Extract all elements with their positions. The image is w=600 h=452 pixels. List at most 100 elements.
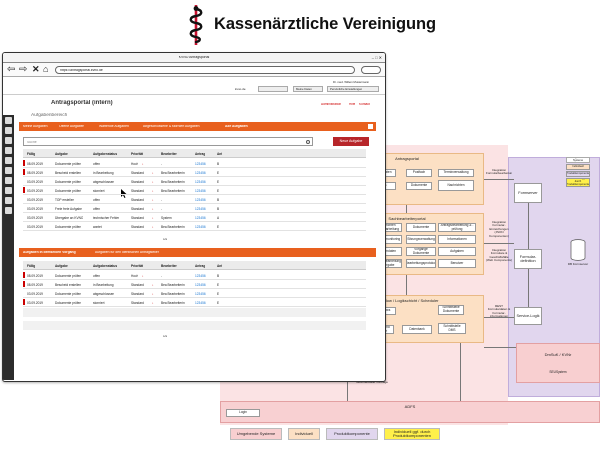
close-icon[interactable]: ✕: [32, 64, 40, 74]
legend-item: Individuell ggf. durch Produktkomponente…: [384, 428, 440, 440]
user-icon[interactable]: [5, 197, 12, 204]
cell-status: in Bearbeitung: [93, 170, 114, 175]
tab-meine[interactable]: Meine Aufgaben: [23, 125, 48, 128]
cell-task: Dokumente prüfen: [55, 273, 82, 278]
wf-box: Schnittstelle DMS: [438, 323, 466, 334]
right-link[interactable]: Administration: [321, 103, 342, 106]
column-header[interactable]: Priorität: [131, 263, 144, 268]
tab-same-applicant[interactable]: Aufgaben für den identischen Antragstell…: [95, 251, 159, 254]
column-header[interactable]: Priorität: [131, 151, 144, 156]
cell-app: 123456: [195, 282, 206, 287]
back-icon[interactable]: ⇦: [7, 64, 16, 75]
column-header[interactable]: Bearbeiter: [161, 263, 177, 268]
login-box: Login: [226, 409, 260, 417]
forward-icon[interactable]: ⇨: [19, 64, 28, 75]
pager[interactable]: 1/2: [163, 238, 168, 241]
pager[interactable]: 1/2: [163, 335, 168, 338]
column-header[interactable]: Ant: [217, 151, 223, 156]
table-header: Fällig Aufgabe Aufgabenstatus Priorität Bear…: [23, 261, 366, 270]
cell-prio: Standard: [131, 300, 144, 305]
storage-label: Geschäftsfälle / Anträge: [356, 381, 388, 384]
tab-same-case[interactable]: Aufgaben in demselben Vorgang: [23, 251, 76, 254]
cell-owner: Bea Bearbeiterin: [161, 224, 185, 229]
cell-owner: -: [161, 273, 163, 278]
tab-wartende[interactable]: Wartende Aufgaben: [99, 125, 129, 128]
column-header[interactable]: Antrag: [195, 151, 206, 156]
window-controls[interactable]: – □ ✕: [371, 55, 382, 60]
column-header[interactable]: Fällig: [27, 263, 36, 268]
column-header[interactable]: Bearbeiter: [161, 151, 177, 156]
cell-task: Dokumente prüfen: [55, 300, 82, 305]
priority-arrow-icon: ↓: [152, 224, 154, 229]
column-header[interactable]: Fällig: [27, 151, 36, 156]
topbar-button[interactable]: [258, 86, 288, 92]
priority-arrow-icon: ↓: [152, 215, 154, 220]
cell-app: 123456: [195, 300, 206, 305]
wf-box: Schnittstelle Dokumente: [438, 305, 464, 315]
sb-box: Benutzer: [438, 259, 476, 268]
column-header[interactable]: Ant: [217, 263, 223, 268]
home-icon[interactable]: ⌂: [43, 64, 49, 74]
search-input[interactable]: Suche: [23, 137, 313, 146]
column-header[interactable]: Aufgabenstatus: [93, 151, 118, 156]
mini-legend-item: Umgebende Systeme: [566, 157, 590, 163]
menu-icon[interactable]: [5, 127, 12, 134]
cell-app: 123456: [195, 291, 206, 296]
right-link[interactable]: Hilfe: [349, 103, 356, 106]
column-header[interactable]: Aufgabe: [55, 263, 68, 268]
cell-prio: Standard: [131, 291, 144, 296]
tab-offene[interactable]: Offene Aufgaben: [59, 125, 85, 128]
flag-marker: [23, 272, 25, 278]
ap-box: Nachrichten: [438, 180, 474, 191]
column-header[interactable]: Aufgabenstatus: [93, 263, 118, 268]
list-icon[interactable]: [5, 137, 12, 144]
search-icon[interactable]: [361, 66, 381, 74]
tab-alle[interactable]: Alle Aufgaben: [225, 125, 248, 128]
cell-due: 08.09.2019: [27, 273, 43, 278]
sb-box: Antragsbearbeitung & -prüfung: [438, 223, 476, 232]
search-icon[interactable]: [306, 140, 310, 144]
search-icon[interactable]: [5, 117, 12, 124]
chart-icon[interactable]: [5, 187, 12, 194]
cell-status: abgeschlossen: [93, 179, 115, 184]
collapse-icon[interactable]: [368, 124, 373, 129]
new-task-button[interactable]: Neue Aufgabe: [333, 137, 369, 146]
document-icon[interactable]: [5, 167, 12, 174]
cell-owner: Bea Bearbeiterin: [161, 179, 185, 184]
column-header[interactable]: Aufgabe: [55, 151, 68, 156]
cell-due: 03.09.2019: [27, 215, 43, 220]
mail-icon[interactable]: [5, 157, 12, 164]
topbar-button[interactable]: Meine Daten: [293, 86, 323, 92]
tab-abgeschlossene[interactable]: Abgeschlossene & storniert Aufgaben: [143, 125, 200, 128]
aesculapius-staff-icon: [189, 5, 203, 45]
table-icon[interactable]: [5, 207, 12, 214]
cell-task: Freie freie Aufgabe: [55, 206, 82, 211]
legend-item: Individuell: [288, 428, 320, 440]
address-bar[interactable]: https://antragsportal.kvno.de: [55, 66, 355, 74]
topbar-link[interactable]: kvno.de: [235, 88, 246, 91]
refresh-icon[interactable]: [5, 177, 12, 184]
task-tabs: Meine Aufgaben Offene Aufgaben Wartende …: [19, 122, 376, 131]
flag-marker: [23, 169, 25, 175]
right-link[interactable]: Kontakt: [359, 103, 370, 106]
cell-status: offen: [93, 206, 101, 211]
calendar-icon[interactable]: [5, 147, 12, 154]
topbar-button[interactable]: Persönliche Einstellungen: [327, 86, 379, 92]
database-icon: [570, 239, 586, 261]
integration-note: Integration Formularbearbeitung: [486, 169, 512, 176]
cell-ant: E: [217, 300, 220, 305]
cell-task: Bescheid erstellen: [55, 170, 82, 175]
column-header[interactable]: Antrag: [195, 263, 206, 268]
